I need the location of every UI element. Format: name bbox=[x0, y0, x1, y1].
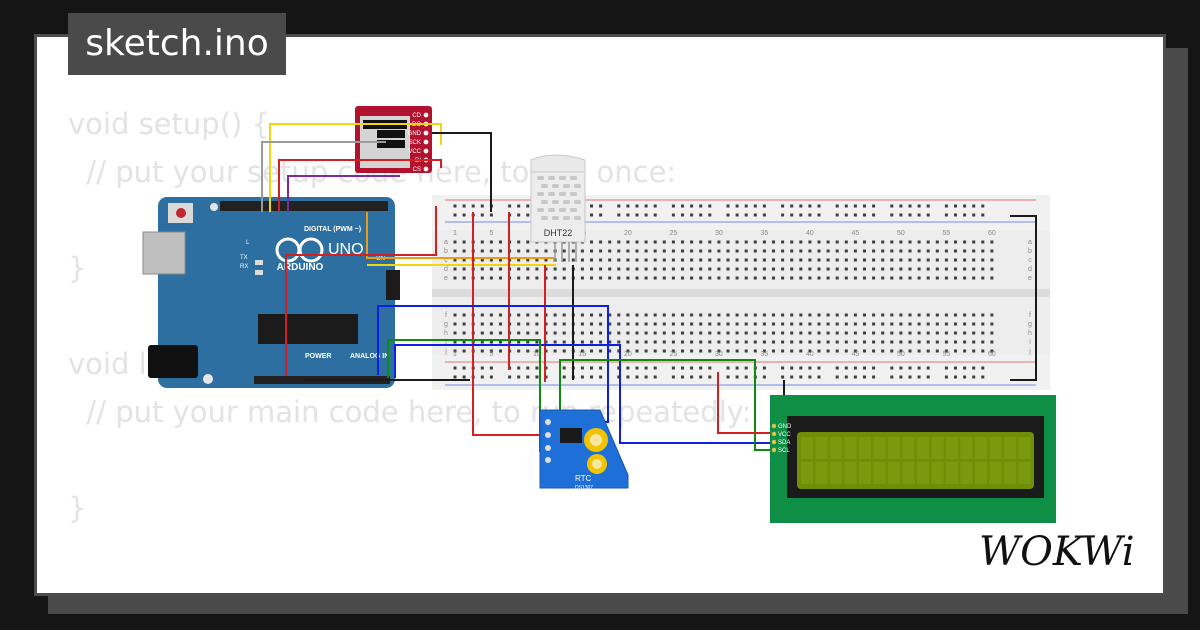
lcd-pin-label: SCL bbox=[778, 448, 790, 454]
sd-pin-label: SCK bbox=[409, 140, 421, 146]
breadboard-column-number: 1 bbox=[453, 230, 457, 237]
breadboard-row-letter: b bbox=[444, 248, 448, 255]
reset-button[interactable] bbox=[176, 208, 186, 218]
breadboard-column-number: 5 bbox=[489, 230, 493, 237]
arduino-uno[interactable]: ARDUINO UNO DIGITAL (PWM ~) POWER ANALOG… bbox=[142, 197, 400, 388]
breadboard-column-number: 50 bbox=[897, 351, 905, 358]
breadboard-column-number: 60 bbox=[988, 351, 996, 358]
wokwi-logo: WOKWi bbox=[979, 529, 1135, 575]
breadboard-column-number: 60 bbox=[988, 230, 996, 237]
wires bbox=[261, 123, 1037, 458]
breadboard-column-number: 45 bbox=[852, 230, 860, 237]
lcd-pin[interactable] bbox=[771, 439, 777, 445]
lcd-pin[interactable] bbox=[771, 447, 777, 453]
code-line: } bbox=[68, 491, 87, 525]
lcd-module[interactable]: GND VCC SDA SCL bbox=[770, 395, 1056, 523]
breadboard-column-number: 1 bbox=[453, 351, 457, 358]
breadboard-row-letter: g bbox=[444, 321, 448, 328]
breadboard-row-letter: d bbox=[444, 266, 448, 273]
breadboard-row-letter: c bbox=[1028, 257, 1032, 264]
breadboard-row-letter: d bbox=[1028, 266, 1032, 273]
breadboard-row-letter: h bbox=[444, 330, 448, 337]
rtc-chip-label: DS1307 bbox=[575, 485, 593, 491]
lcd-pin-label: SDA bbox=[778, 440, 790, 446]
dht22-label: DHT22 bbox=[544, 228, 573, 238]
breadboard-column-number: 15 bbox=[579, 351, 587, 358]
sd-pin-label: VCC bbox=[408, 149, 421, 155]
file-tab-title: sketch.ino bbox=[68, 13, 286, 75]
breadboard-column-number: 55 bbox=[943, 351, 951, 358]
analog-header-label: ANALOG IN bbox=[350, 353, 389, 360]
breadboard-column-number: 35 bbox=[761, 230, 769, 237]
breadboard-row-letter: f bbox=[445, 312, 447, 319]
breadboard-row-letter: c bbox=[444, 257, 448, 264]
dht22-sensor[interactable]: DHT22 bbox=[530, 154, 586, 262]
breadboard-column-number: 55 bbox=[943, 230, 951, 237]
wokwi-logo-text: WOKWi bbox=[979, 529, 1135, 575]
led-label-l: L bbox=[246, 240, 250, 246]
breadboard-column-number: 20 bbox=[624, 351, 632, 358]
code-line: void setup() { bbox=[68, 107, 270, 141]
sd-pin-label: CD bbox=[412, 113, 421, 119]
rtc-label: RTC bbox=[575, 474, 592, 483]
arduino-brand: ARDUINO bbox=[277, 262, 324, 273]
sd-pin[interactable] bbox=[423, 148, 429, 154]
sd-pin[interactable] bbox=[423, 112, 429, 118]
lcd-pin-label: VCC bbox=[778, 432, 791, 438]
lcd-pin[interactable] bbox=[771, 431, 777, 437]
sd-pin[interactable] bbox=[423, 139, 429, 145]
breadboard-row-letter: f bbox=[1029, 312, 1031, 319]
breadboard-row-letter: i bbox=[445, 339, 447, 346]
code-line: // put your main code here, to run repea… bbox=[68, 395, 752, 429]
breadboard-column-number: 40 bbox=[806, 351, 814, 358]
breadboard-column-number: 5 bbox=[489, 351, 493, 358]
code-line: } bbox=[68, 251, 87, 285]
lcd-pin[interactable] bbox=[771, 423, 777, 429]
breadboard-row-letter: a bbox=[1028, 239, 1032, 246]
breadboard-column-number: 25 bbox=[670, 351, 678, 358]
sd-pin[interactable] bbox=[423, 130, 429, 136]
breadboard-row-letter: a bbox=[444, 239, 448, 246]
sd-pin-label: GND bbox=[408, 131, 422, 137]
sd-pin[interactable] bbox=[423, 166, 429, 172]
breadboard-column-number: 10 bbox=[533, 351, 541, 358]
led-label-tx: TX bbox=[240, 255, 248, 261]
breadboard-row-letter: g bbox=[1028, 321, 1032, 328]
sd-pin-label: CS bbox=[413, 167, 421, 173]
rtc-module[interactable]: RTC DS1307 bbox=[539, 409, 629, 491]
breadboard-row-letter: e bbox=[1028, 275, 1032, 282]
breadboard-column-number: 35 bbox=[761, 351, 769, 358]
lcd-pin-label: GND bbox=[778, 424, 792, 430]
breadboard-row-letter: b bbox=[1028, 248, 1032, 255]
breadboard-row-letter: e bbox=[444, 275, 448, 282]
power-header-label: POWER bbox=[305, 353, 331, 360]
breadboard-column-number: 40 bbox=[806, 230, 814, 237]
board-name: UNO bbox=[328, 241, 364, 258]
breadboard-row-letter: j bbox=[444, 348, 447, 355]
digital-header-label: DIGITAL (PWM ~) bbox=[304, 226, 361, 233]
breadboard-column-number: 25 bbox=[670, 230, 678, 237]
led-label-rx: RX bbox=[240, 264, 248, 270]
breadboard-row-letter: i bbox=[1029, 339, 1031, 346]
breadboard-column-number: 30 bbox=[715, 351, 723, 358]
breadboard-row-letter: j bbox=[1028, 348, 1031, 355]
breadboard-column-number: 20 bbox=[624, 230, 632, 237]
breadboard-column-number: 50 bbox=[897, 230, 905, 237]
breadboard-row-letter: h bbox=[1028, 330, 1032, 337]
breadboard-column-number: 45 bbox=[852, 351, 860, 358]
breadboard-column-number: 30 bbox=[715, 230, 723, 237]
